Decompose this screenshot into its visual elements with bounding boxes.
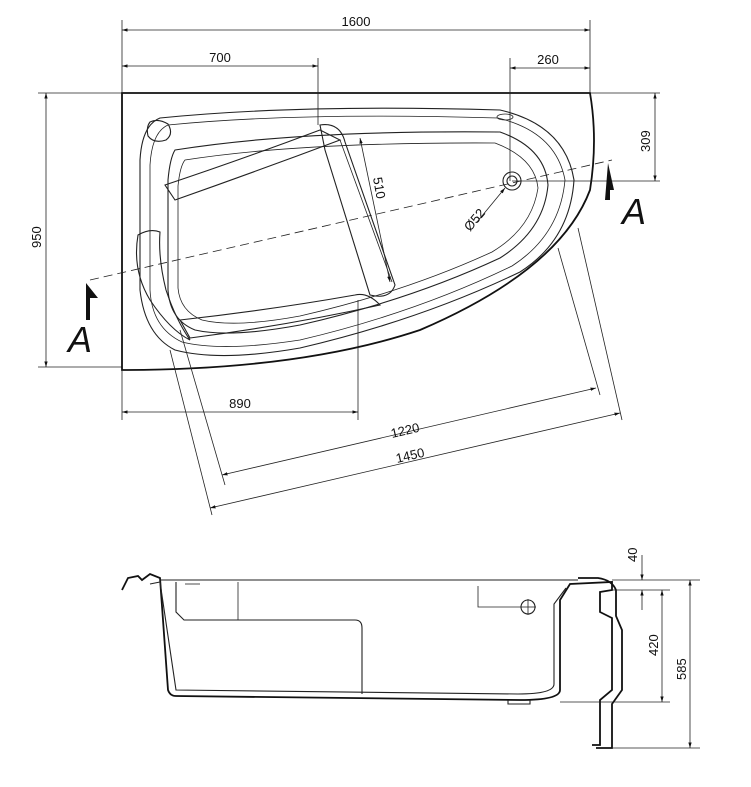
basin-width-ref [339,139,393,283]
section-mark-left: A [66,283,98,360]
drain-diameter-label: Ø52 [461,205,488,233]
tub-rim-inner [149,115,566,347]
dimension-line-510 [359,137,391,283]
extension-line [577,227,623,421]
dim-seat-width: 700 [209,50,231,65]
left-backrest [135,229,191,341]
drain-leader [476,187,506,223]
section-foot [507,700,531,705]
dim-depth: 420 [646,634,661,656]
overflow-mark [496,113,514,121]
section-outer-profile [121,572,613,746]
section-rim-right [578,577,623,749]
extension-line [179,329,226,486]
section-arrow [86,283,98,320]
section-view: 40 420 585 [121,548,700,749]
dim-outer-length: 1450 [394,445,426,466]
tub-basin-inner [177,142,539,324]
plan-view: Ø52 1600 700 260 309 950 510 890 [29,14,660,516]
dimension-line-1450 [209,412,621,509]
section-line [89,159,613,281]
dim-rim-height: 40 [625,548,640,562]
dim-inner-length: 1220 [389,420,421,441]
tub-rim-contour [139,107,575,357]
extension-line [169,349,213,516]
dim-basin-width: 510 [370,176,389,200]
dim-drain-offset: 260 [537,52,559,67]
section-overflow-pipe [477,586,520,608]
tub-outer-outline [121,92,595,371]
dim-overall-width: 950 [29,226,44,248]
dim-total-height: 585 [674,658,689,680]
headrest [146,119,172,142]
section-letter-right: A [620,191,646,232]
dim-front-length: 890 [229,396,251,411]
section-letter-left: A [66,319,92,360]
extension-line [557,247,601,396]
seat-panel-bottom [179,293,382,339]
section-arrow [605,163,614,200]
dim-overall-length: 1600 [342,14,371,29]
section-mark-right: A [605,163,646,232]
section-seat [175,582,363,694]
section-inner-profile [149,581,567,695]
dim-drain-to-edge: 309 [638,130,653,152]
seat-panel-top [319,124,396,297]
